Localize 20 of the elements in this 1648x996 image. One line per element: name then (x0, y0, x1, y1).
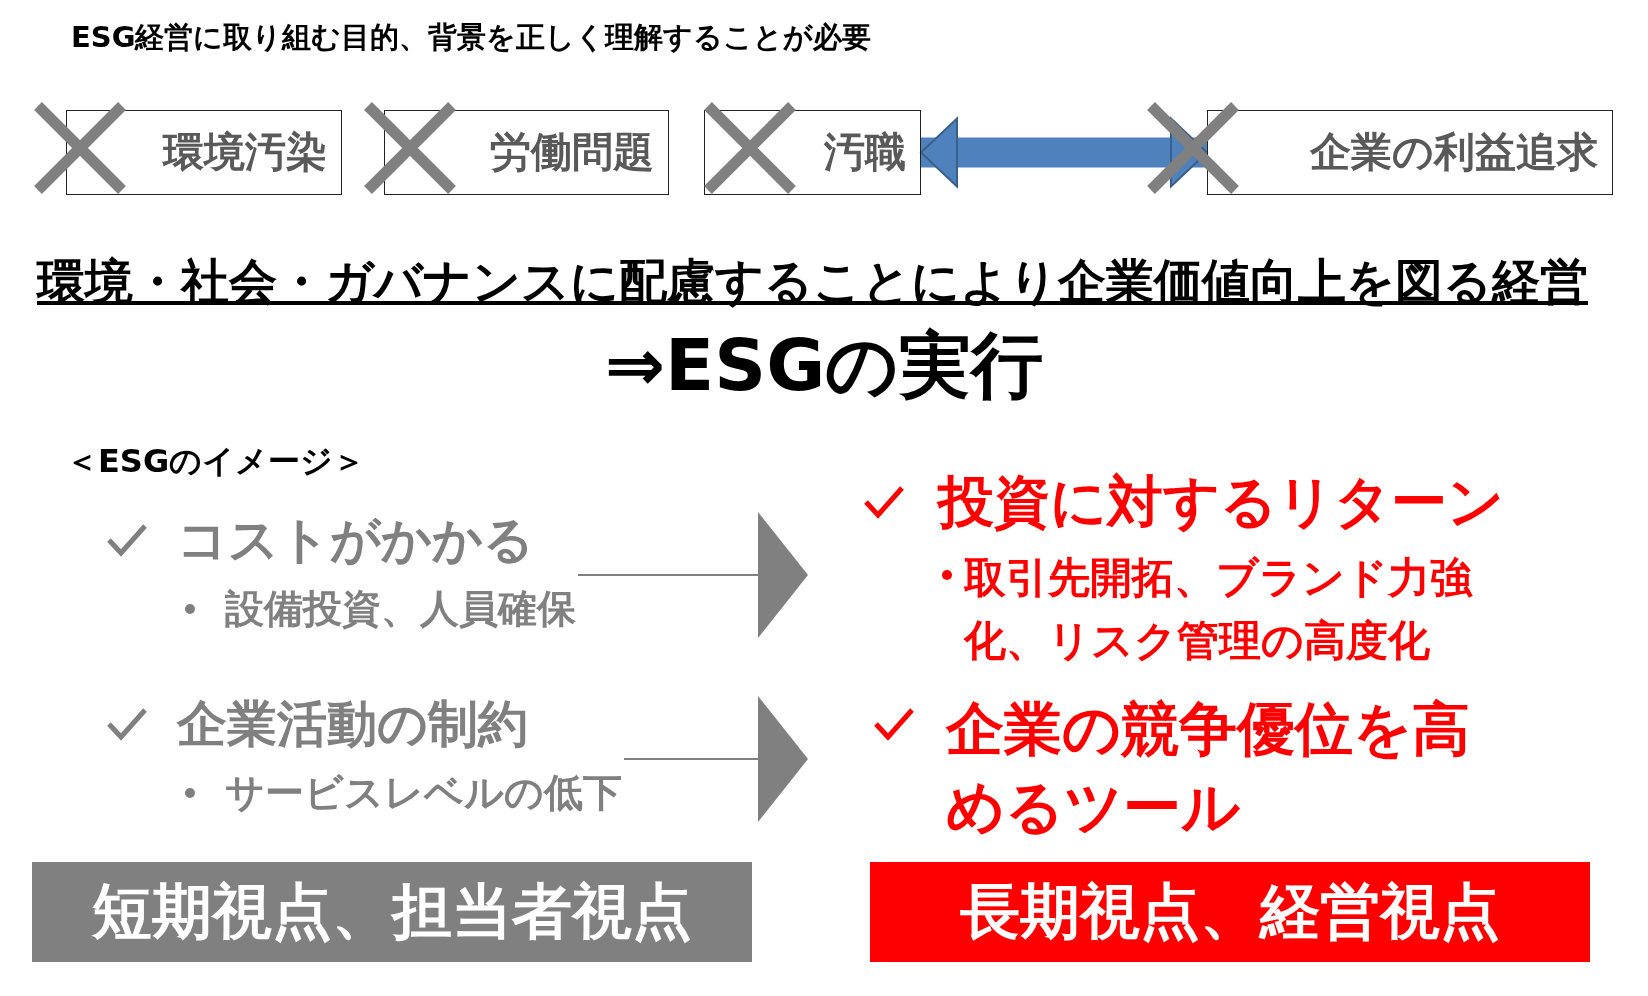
item-heading: 企業の競争優位を高めるツール (946, 694, 1471, 844)
item-heading: 企業活動の制約 (177, 694, 528, 754)
crossed-out-box: 企業の利益追求 (1207, 110, 1613, 195)
headline-text: ⇒ESGの実行 (603, 322, 1045, 409)
item-text: 取引先開拓、ブランド力強化、リスク管理の高度化 (964, 552, 1474, 667)
chevron-arrow (623, 696, 808, 822)
item-text: 設備投資、人員確保 (225, 586, 576, 633)
crossed-out-box: 環境汚染 (66, 110, 342, 195)
long-term-banner: 長期視点、経営視点 (870, 862, 1590, 962)
double-arrow (920, 117, 1208, 188)
item-heading: 投資に対するリターン (938, 468, 1504, 536)
heading-text: 環境・社会・ガバナンスに配慮することにより企業価値向上を図る経営 (37, 252, 1589, 311)
item-heading: コストがかかる (177, 510, 534, 570)
section-label: ＜ESGのイメージ＞ (66, 441, 366, 482)
title: ESG経営に取り組む目的、背景を正しく理解することが必要 (71, 19, 872, 56)
crossed-out-box: 労働問題 (384, 110, 669, 195)
chevron-arrow (577, 512, 808, 638)
item-text: サービスレベルの低下 (225, 770, 622, 817)
crossed-out-box: 汚職 (704, 110, 921, 195)
short-term-banner: 短期視点、担当者視点 (32, 862, 752, 962)
